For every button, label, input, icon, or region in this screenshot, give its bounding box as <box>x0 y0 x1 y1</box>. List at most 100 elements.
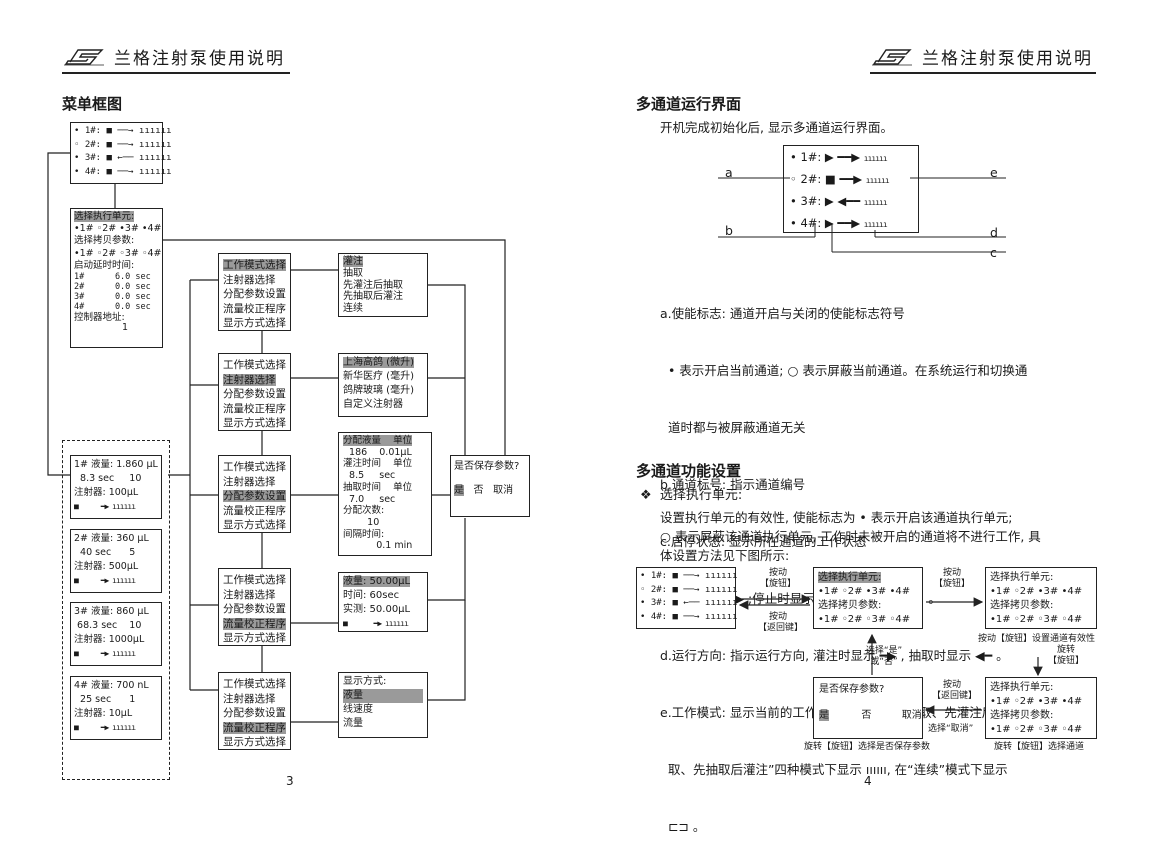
note-line: • 表示开启当前通道; ○ 表示屏蔽当前通道。在系统运行和切换通 <box>660 363 1028 378</box>
display-option: 线速度 <box>343 704 373 715</box>
delay-label: 启动延时时间: <box>74 259 135 271</box>
controller-address-value: 1 <box>122 322 129 334</box>
channel-status-icons: ■ ━▶ ıııııı <box>74 649 136 658</box>
channel-time: 8.3 sec 10 <box>74 473 142 484</box>
menu-item-display: 显示方式选择 <box>223 417 286 429</box>
no-option: 否 <box>473 485 484 496</box>
menu-item-calibration: 流量校正程序 <box>223 302 286 315</box>
callout-c: c <box>990 245 997 260</box>
flow-label-press-back-2: 按动 【返回键】 <box>932 680 978 701</box>
diagram-notes: a.使能标志: 通道开启与关闭的使能标志符号 • 表示开启当前通道; ○ 表示屏… <box>660 266 1027 855</box>
display-option: 流量 <box>343 718 363 729</box>
dispense-row: 抽取时间 单位 <box>343 481 413 493</box>
header-title: 兰格注射泵使用说明 <box>922 49 1093 69</box>
main-screen-row: ◦ 2#: ■ ──→ ıııııı <box>74 139 172 150</box>
flow-row: • 1#: ■ ──→ ıııııı <box>640 571 738 581</box>
menu-item-calibration: 流量校正程序 <box>223 402 286 415</box>
flow-arrows <box>738 594 1043 715</box>
flow-label-rotate-knob: 旋转 【旋钮】 <box>1047 645 1084 666</box>
main-screen-row: • 3#: ■ ←── ıııııı <box>74 153 172 163</box>
menu-item-mode: 工作模式选择 <box>223 678 286 690</box>
menu-item-mode: 工作模式选择 <box>223 359 286 371</box>
menu-item-display: 显示方式选择 <box>223 317 286 329</box>
channel-screens-group <box>62 440 170 780</box>
flow-label-select-yes-no: 选择“是” 或“否” <box>865 646 903 667</box>
menu-item-syringe: 注射器选择 <box>223 273 276 286</box>
note-line: 取、先抽取后灌注”四种模式下显示 ıııııı, 在“连续”模式下显示 <box>660 762 1008 777</box>
display-label: 显示方式: <box>343 676 387 687</box>
channel-status-icons: ■ ━▶ ıııııı <box>74 723 136 732</box>
left-page-number: 3 <box>286 774 294 788</box>
diagram-row-label: • 1#: <box>790 150 822 164</box>
flow-save-dialog: 是否保存参数? 是 否 取消 <box>813 677 923 739</box>
flow-unit-screen-3: 选择执行单元: •1# ◦2# •3# •4# 选择拷贝参数: •1# ◦2# … <box>985 677 1097 739</box>
submenu-dispense: 分配液量 单位 186 0.01μL 灌注时间 单位 8.5 sec 抽取时间 … <box>338 432 432 556</box>
flow-row: • 4#: ■ ──→ ıııııı <box>640 611 738 622</box>
para-line: 体设置方法见下图所示: <box>660 548 790 563</box>
yes-option: 是 <box>454 485 464 496</box>
note-line: d.运行方向: 指示运行方向, 灌注时显示 ━▶ , 抽取时显示 ◀━ 。 <box>660 648 1009 663</box>
channel-4-screen: 4# 液量: 700 nL 25 sec 1 注射器: 10μL ■ ━▶ ıı… <box>70 676 162 740</box>
flow-label-press-knob-2: 按动 【旋钮】 <box>933 568 970 589</box>
left-header: 兰格注射泵使用说明 <box>62 44 292 74</box>
mode-option: 先灌注后抽取 <box>343 279 403 291</box>
flow-unit-values: •1# ◦2# •3# •4# <box>818 586 911 597</box>
submenu-display: 显示方式: 液量 线速度 流量 <box>338 672 428 738</box>
callout-a: a <box>725 165 733 180</box>
flow-copy-label: 选择拷贝参数: <box>990 710 1054 721</box>
mode-option: 抽取 <box>343 267 363 279</box>
menu-item-calibration: 流量校正程序 <box>223 617 286 630</box>
flow-row: • 3#: ■ ←── ıııııı <box>640 598 738 608</box>
note-line: 道时都与被屏蔽通道无关 <box>660 420 806 435</box>
controller-address-label: 控制器地址: <box>74 312 125 324</box>
channel-volume: 1# 液量: 1.860 μL <box>74 459 158 470</box>
flow-label-rotate-save: 旋转【旋钮】选择是否保存参数 <box>804 742 931 752</box>
diagram-row-label: • 3#: <box>790 194 822 208</box>
dispense-row: 分配次数: <box>343 505 385 517</box>
flow-select-unit: 选择执行单元: <box>818 572 882 583</box>
select-unit-label: 选择执行单元: <box>74 211 135 222</box>
calib-status-icons: ■ ━▶ ıııııı <box>343 619 409 628</box>
menu-item-mode: 工作模式选择 <box>223 461 286 473</box>
dispense-row: 间隔时间: <box>343 528 385 540</box>
submenu-calibration: 液量: 50.00μL 时间: 60sec 实测: 50.00μL ■ ━▶ ı… <box>338 572 428 632</box>
flow-select-unit: 选择执行单元: <box>990 682 1054 693</box>
channel-volume: 2# 液量: 360 μL <box>74 533 149 544</box>
header-rule <box>870 72 1096 74</box>
dispense-row: 10 <box>343 516 380 528</box>
flow-unit-screen-2: 选择执行单元: •1# ◦2# •3# •4# 选择拷贝参数: •1# ◦2# … <box>985 567 1097 629</box>
dispense-row: 灌注时间 单位 <box>343 458 413 470</box>
delay-row: 3# 0.0 sec <box>74 292 151 303</box>
dispense-volume-label: 分配液量 单位 <box>343 435 413 446</box>
mode-option: 先抽取后灌注 <box>343 291 403 303</box>
flow-label-press-back: 按动 【返回键】 <box>758 612 804 633</box>
menu-item-dispense: 分配参数设置 <box>223 288 286 300</box>
lange-logo-icon <box>64 49 104 66</box>
copy-param-values: •1# ◦2# ◦3# ◦4# <box>74 247 162 259</box>
flow-row: ◦ 2#: ■ ──→ ıııııı <box>640 584 738 595</box>
channel-volume: 4# 液量: 700 nL <box>74 680 149 691</box>
calib-measured: 实测: 50.00μL <box>343 604 411 615</box>
display-option: 液量 <box>343 689 423 703</box>
note-line: ⊏⊐ 。 <box>660 819 706 834</box>
callout-d: d <box>990 225 998 240</box>
submenu-work-mode: 灌注 抽取 先灌注后抽取 先抽取后灌注 连续 <box>338 253 428 317</box>
flow-copy-label: 选择拷贝参数: <box>818 600 882 611</box>
right-page-number: 4 <box>864 774 872 788</box>
flow-unit-values: •1# ◦2# •3# •4# <box>990 586 1083 597</box>
menu-item-display: 显示方式选择 <box>223 519 286 531</box>
mode-option: 连续 <box>343 303 363 315</box>
channel-syringe: 注射器: 1000μL <box>74 634 145 645</box>
channel-status-icons: ■ ━▶ ıııııı <box>74 576 136 585</box>
syringe-option: 鸽牌玻璃 (毫升) <box>343 385 414 396</box>
select-unit-values: •1# ◦2# •3# •4# <box>74 223 162 235</box>
header-title: 兰格注射泵使用说明 <box>114 49 285 69</box>
subsection-title-text: 选择执行单元: <box>659 488 743 503</box>
menu-item-dispense: 分配参数设置 <box>223 603 286 615</box>
right-section-title-2: 多通道功能设置 <box>636 462 742 480</box>
menu-item-syringe: 注射器选择 <box>223 373 276 386</box>
dispense-row: 0.1 min <box>343 540 413 552</box>
channel-3-screen: 3# 液量: 860 μL 68.3 sec 10 注射器: 1000μL ■ … <box>70 602 162 666</box>
flow-save-question: 是否保存参数? <box>819 684 885 695</box>
main-screen-row: • 1#: ■ ──→ ıııııı <box>74 126 172 136</box>
